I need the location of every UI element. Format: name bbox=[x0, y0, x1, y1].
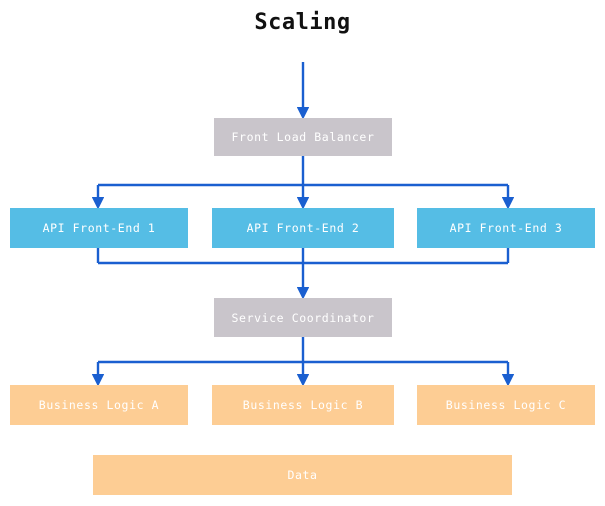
node-label: Business Logic A bbox=[38, 398, 160, 412]
node-api-front-end-1[interactable]: API Front-End 1 bbox=[10, 208, 188, 248]
node-api-front-end-3[interactable]: API Front-End 3 bbox=[417, 208, 595, 248]
connector-coordinator-bus bbox=[98, 337, 508, 364]
node-label: Data bbox=[287, 468, 318, 482]
node-service-coordinator[interactable]: Service Coordinator bbox=[214, 298, 392, 337]
node-label: Business Logic B bbox=[242, 398, 364, 412]
node-api-front-end-2[interactable]: API Front-End 2 bbox=[212, 208, 394, 248]
node-label: API Front-End 2 bbox=[246, 221, 360, 235]
node-label: API Front-End 3 bbox=[449, 221, 563, 235]
node-label: Service Coordinator bbox=[231, 310, 375, 325]
node-label: Business Logic C bbox=[445, 398, 567, 412]
node-label: API Front-End 1 bbox=[42, 221, 156, 235]
node-data[interactable]: Data bbox=[93, 455, 512, 495]
node-business-logic-c[interactable]: Business Logic C bbox=[417, 385, 595, 425]
node-business-logic-b[interactable]: Business Logic B bbox=[212, 385, 394, 425]
connector-load-balancer-bus bbox=[98, 156, 508, 187]
node-front-load-balancer[interactable]: Front Load Balancer bbox=[214, 118, 392, 156]
page-title: Scaling bbox=[254, 10, 351, 35]
node-business-logic-a[interactable]: Business Logic A bbox=[10, 385, 188, 425]
node-label: Front Load Balancer bbox=[231, 130, 375, 144]
